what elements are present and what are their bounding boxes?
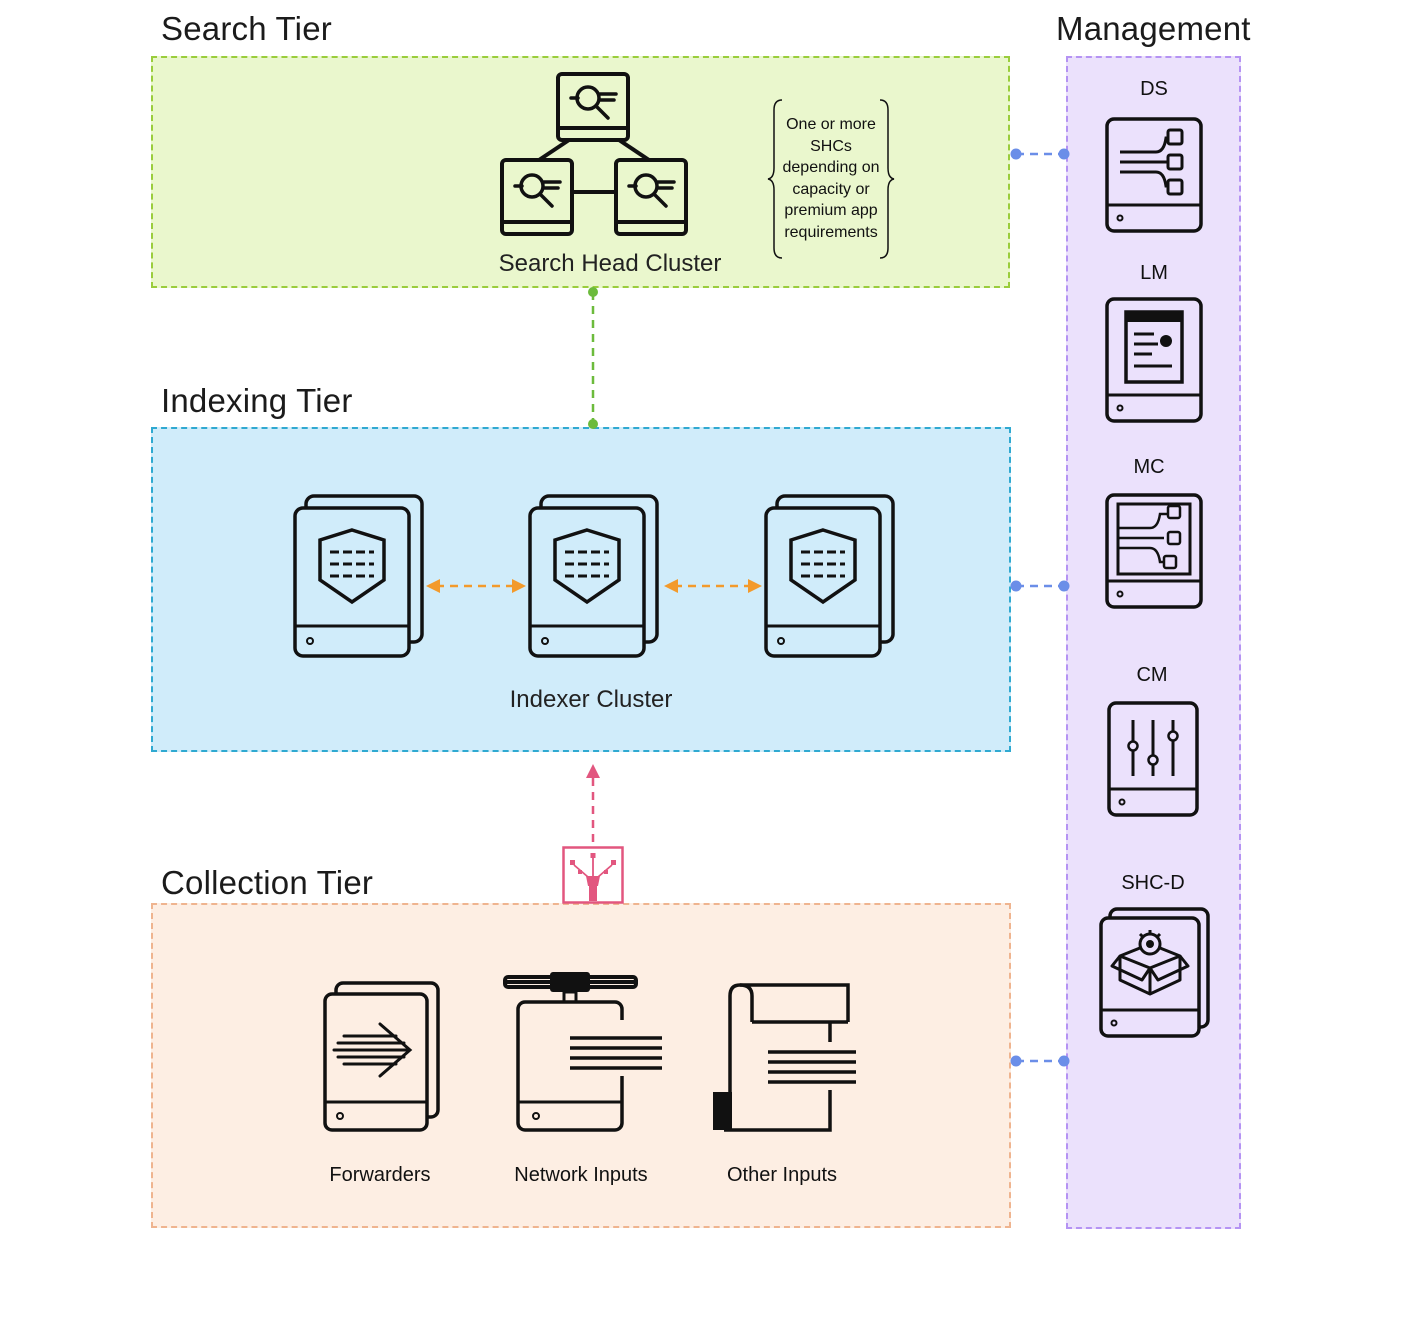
search-head-cluster-icon bbox=[500, 72, 688, 236]
network-inputs-icon bbox=[503, 972, 662, 1132]
forwarders-icon bbox=[323, 981, 440, 1132]
mgmt-label-ds: DS bbox=[1140, 78, 1168, 100]
input-label-network-inputs: Network Inputs bbox=[514, 1164, 648, 1186]
input-label-other-inputs: Other Inputs bbox=[726, 1164, 838, 1186]
shc-deployer-icon bbox=[1099, 907, 1210, 1038]
management-title: Management bbox=[1056, 10, 1251, 47]
mgmt-label-shc-d: SHC-D bbox=[1121, 872, 1185, 894]
indexing-tier-title: Indexing Tier bbox=[161, 382, 353, 419]
collection-tier-title: Collection Tier bbox=[161, 864, 374, 901]
ingest-hub-icon bbox=[562, 846, 624, 904]
mgmt-label-cm: CM bbox=[1136, 664, 1168, 686]
brace-icon bbox=[767, 99, 895, 259]
deployment-server-icon bbox=[1105, 117, 1203, 233]
indexer-icon bbox=[293, 494, 424, 658]
index-link-endpoint bbox=[588, 419, 598, 429]
search-head-cluster-label: Search Head Cluster bbox=[498, 250, 722, 277]
mgmt-label-mc: MC bbox=[1133, 456, 1165, 478]
search-tier-title: Search Tier bbox=[161, 10, 332, 47]
license-manager-icon bbox=[1105, 297, 1203, 423]
shc-note-text: One or more SHCs depending on capacity o… bbox=[782, 116, 880, 241]
mgmt-label-lm: LM bbox=[1140, 262, 1168, 284]
other-inputs-icon bbox=[713, 983, 858, 1132]
indexer-icon bbox=[528, 494, 659, 658]
management-links bbox=[1016, 152, 1064, 1063]
indexer-icon bbox=[764, 494, 895, 658]
search-link-endpoint bbox=[588, 287, 598, 297]
shc-note: One or more SHCs depending on capacity o… bbox=[767, 96, 895, 262]
indexer-cluster-label: Indexer Cluster bbox=[509, 686, 673, 713]
input-label-forwarders: Forwarders bbox=[329, 1164, 431, 1186]
cluster-manager-icon bbox=[1107, 701, 1199, 817]
monitoring-console-icon bbox=[1105, 493, 1203, 609]
